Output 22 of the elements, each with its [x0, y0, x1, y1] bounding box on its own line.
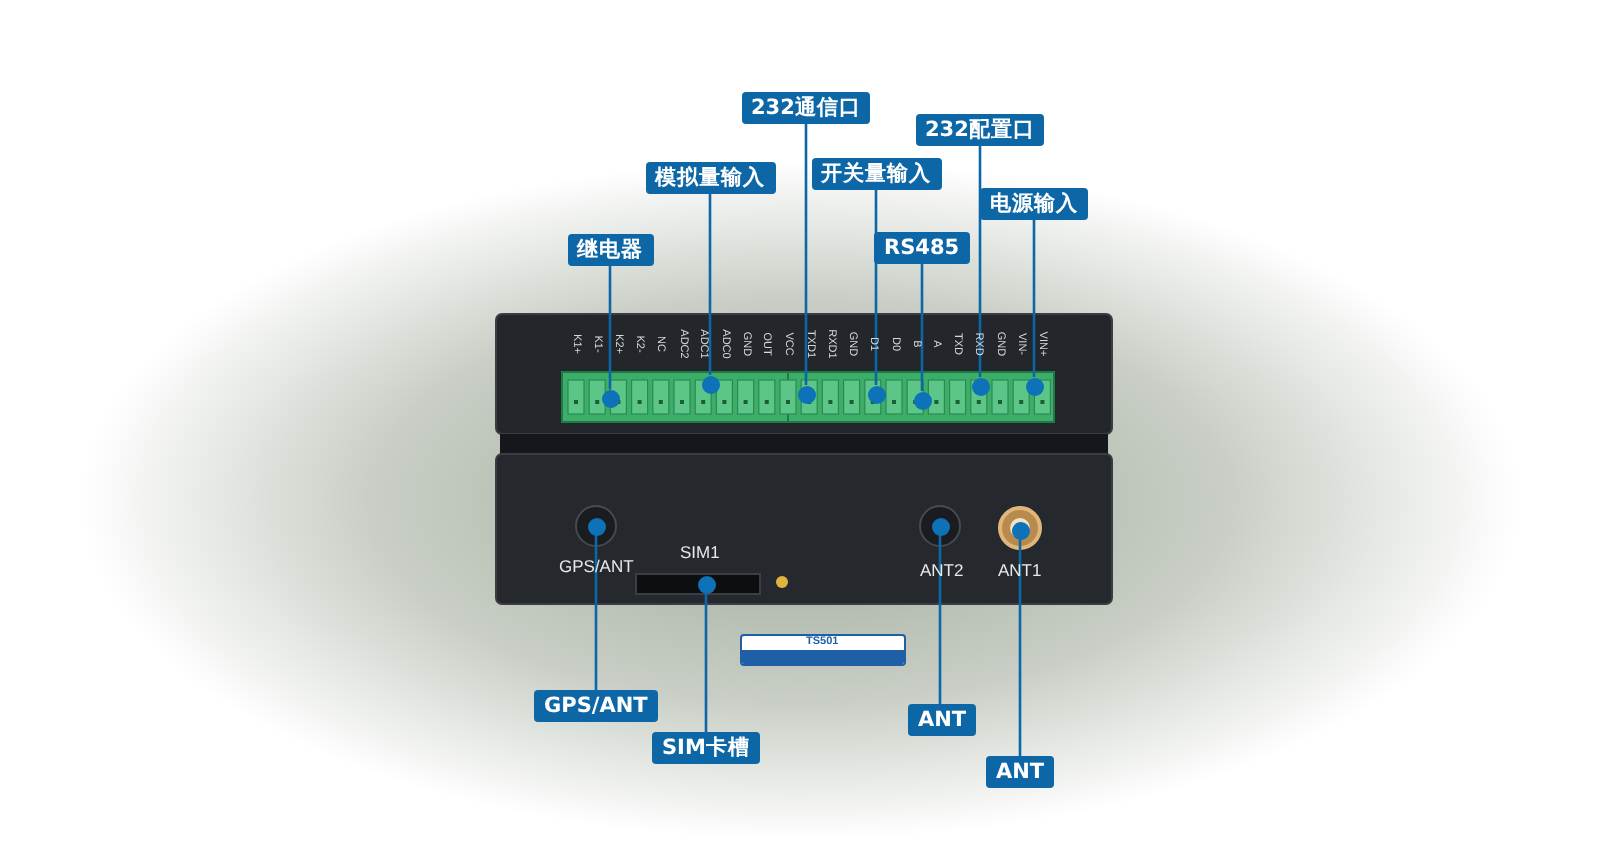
leader-line: [978, 146, 982, 377]
port-label: SIM1: [680, 542, 720, 562]
leader-line: [920, 264, 924, 391]
callout-label: 232通信口: [741, 92, 871, 124]
callout-label: GPS/ANT: [534, 690, 658, 722]
leader-line: [938, 535, 942, 704]
callout-label: RS485: [874, 232, 970, 264]
leader-line: [608, 266, 612, 389]
callout-label: 模拟量输入: [645, 162, 775, 194]
leader-line: [1032, 220, 1036, 377]
callout-label: 开关量输入: [811, 158, 941, 190]
leader-line: [708, 194, 712, 375]
callout-label: 继电器: [567, 234, 653, 266]
callout-label: ANT: [986, 756, 1055, 788]
callout-label: 232配置口: [915, 114, 1045, 146]
leader-line: [1018, 539, 1022, 756]
leader-line: [804, 124, 808, 385]
callout-label: SIM卡槽: [652, 732, 760, 764]
leader-line: [594, 535, 598, 690]
callout-label: ANT: [908, 704, 977, 736]
callout-label: 电源输入: [980, 188, 1088, 220]
leader-line: [704, 593, 708, 732]
